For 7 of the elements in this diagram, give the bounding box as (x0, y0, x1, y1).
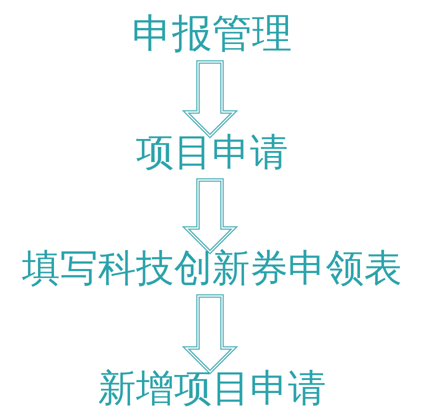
step-text: 项目申请 (136, 132, 288, 174)
block-arrow (182, 294, 238, 374)
block-arrow (182, 60, 238, 138)
block-arrow (182, 178, 238, 254)
step-text: 申报管理 (132, 12, 292, 56)
step-text: 填写科技创新券申领表 (22, 248, 402, 290)
step-text: 新增项目申请 (98, 368, 326, 410)
